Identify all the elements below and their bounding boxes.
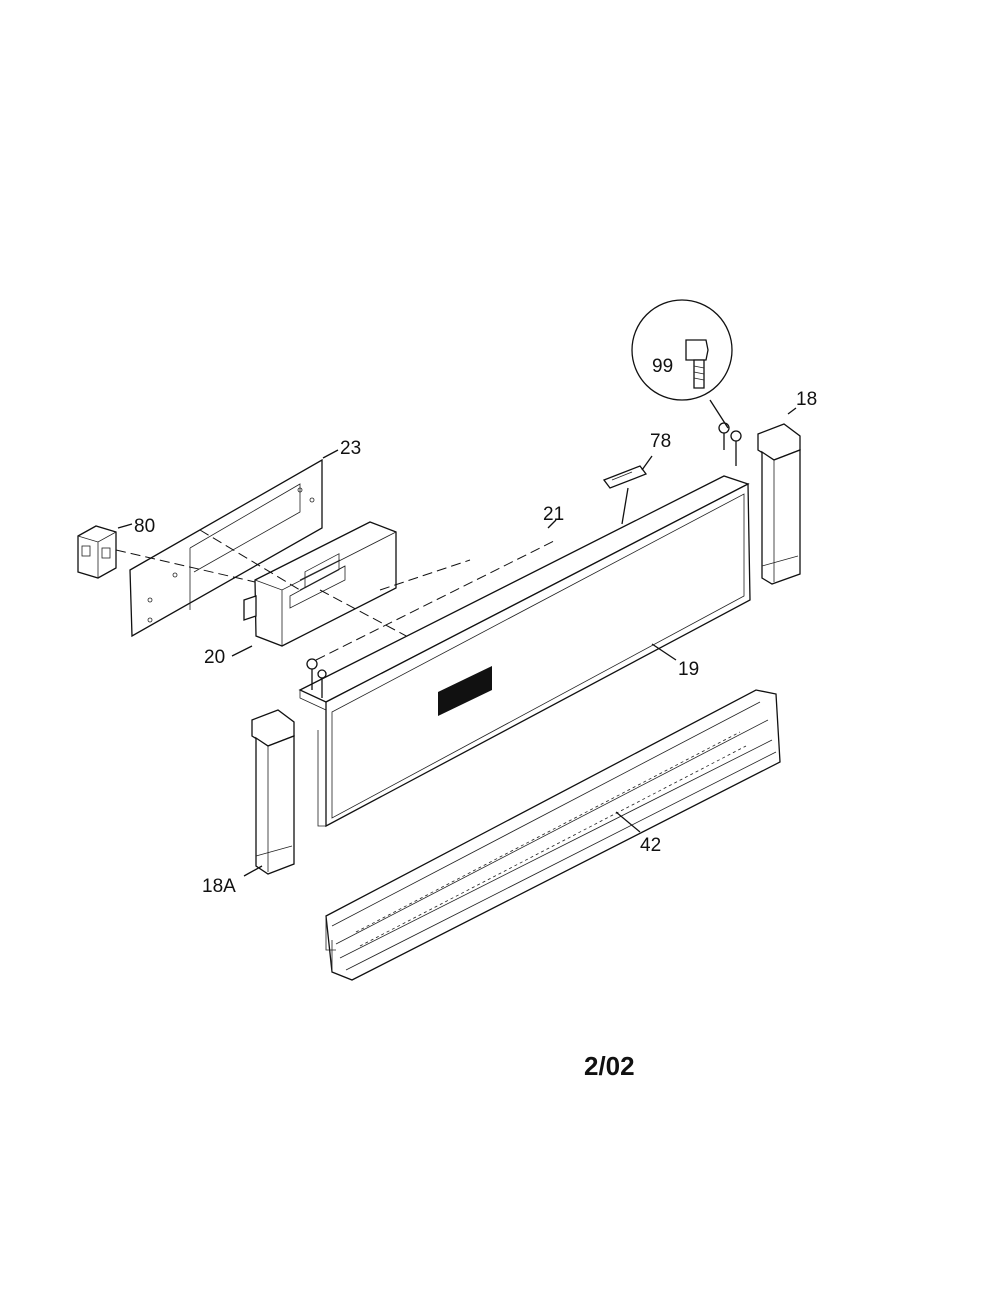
part-18a-endcap (243, 709, 295, 877)
label-23: 23 (340, 438, 361, 459)
part-42-grille (325, 689, 781, 981)
label-20: 20 (204, 647, 225, 668)
part-20-control (231, 521, 397, 657)
label-19: 19 (678, 659, 699, 680)
alignment-lines (115, 529, 557, 661)
screws-left (306, 658, 327, 698)
panel-window (438, 666, 492, 716)
date-code: 2/02 (584, 1051, 635, 1081)
part-99-detail (631, 299, 733, 429)
label-78: 78 (650, 431, 671, 452)
part-19-panel (317, 482, 751, 828)
label-42: 42 (640, 835, 661, 856)
part-18-endcap (757, 407, 801, 585)
screws-right (718, 422, 742, 466)
part-80-bracket (77, 523, 133, 579)
part-labels: 99 18 78 23 80 21 20 19 18A 42 2/02 (134, 356, 817, 1081)
label-18: 18 (796, 389, 817, 410)
label-99: 99 (652, 356, 673, 377)
part-23-plate (129, 449, 339, 638)
label-18a: 18A (202, 876, 236, 897)
label-21: 21 (543, 504, 564, 525)
part-78-badge (602, 455, 653, 525)
label-80: 80 (134, 516, 155, 537)
